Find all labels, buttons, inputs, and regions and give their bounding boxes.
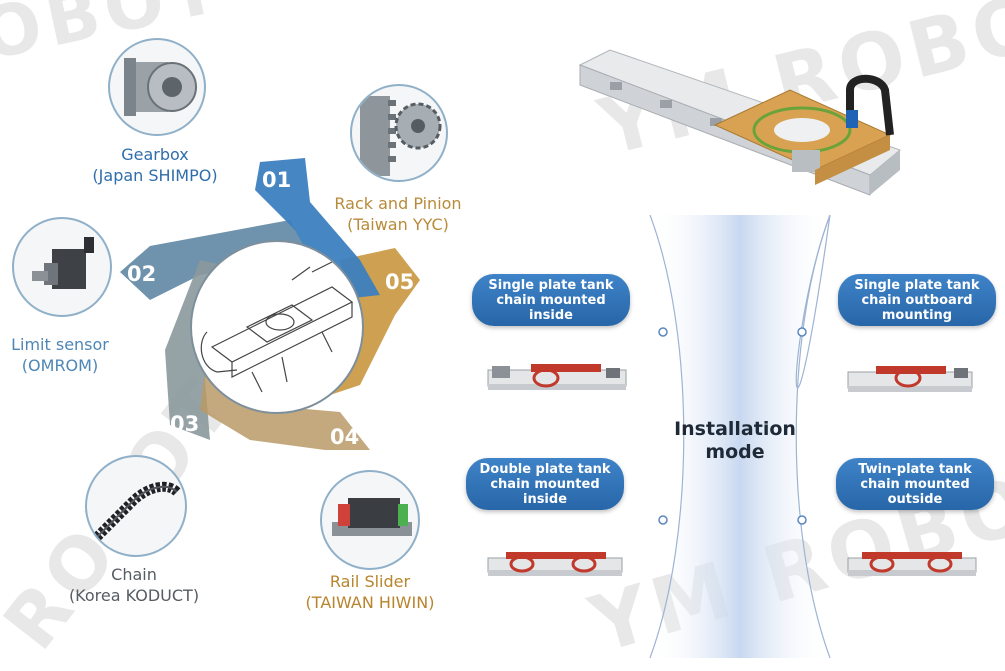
mode3-line1: Double plate tank bbox=[479, 461, 611, 477]
rail-slider-image bbox=[320, 470, 420, 570]
rack-pinion-name: Rack and Pinion bbox=[334, 194, 462, 213]
gearbox-image bbox=[108, 38, 206, 136]
limit-sensor-image bbox=[12, 217, 112, 317]
mode-bubble-double-inside: Double plate tank chain mounted inside bbox=[466, 458, 624, 510]
mode-thumb-twin-outside bbox=[847, 552, 977, 576]
mode-bubble-single-outboard: Single plate tank chain outboard mountin… bbox=[838, 274, 996, 326]
number-01: 01 bbox=[262, 168, 292, 192]
mode2-line3: mounting bbox=[881, 307, 953, 323]
arrow-01 bbox=[255, 158, 380, 300]
mode-thumb-double-inside bbox=[487, 552, 623, 576]
gearbox-label: Gearbox (Japan SHIMPO) bbox=[70, 144, 240, 186]
mode3-line2: chain mounted bbox=[490, 476, 600, 492]
gearbox-origin: (Japan SHIMPO) bbox=[92, 166, 218, 185]
rack-pinion-origin: (Taiwan YYC) bbox=[347, 215, 449, 234]
number-05: 05 bbox=[385, 270, 415, 294]
mode1-line3: inside bbox=[528, 307, 573, 323]
number-04: 04 bbox=[330, 425, 360, 449]
arrow-02 bbox=[120, 220, 310, 300]
mode1-line2: chain mounted bbox=[496, 292, 606, 308]
rail-slider-label: Rail Slider (TAIWAN HIWIN) bbox=[290, 571, 450, 613]
rack-pinion-image bbox=[350, 84, 448, 182]
mode4-line3: outside bbox=[887, 491, 943, 507]
technical-drawing bbox=[200, 261, 354, 393]
installation-mode-title: Installation mode bbox=[660, 418, 810, 464]
chain-name: Chain bbox=[111, 565, 157, 584]
rail-slider-origin: (TAIWAN HIWIN) bbox=[305, 593, 435, 612]
mode-bubble-single-inside: Single plate tank chain mounted inside bbox=[472, 274, 630, 326]
number-03: 03 bbox=[170, 412, 200, 436]
rail-slider-name: Rail Slider bbox=[329, 572, 411, 591]
limit-sensor-origin: (OMROM) bbox=[21, 356, 99, 375]
chain-origin: (Korea KODUCT) bbox=[68, 586, 200, 605]
mode2-line1: Single plate tank bbox=[854, 277, 980, 293]
gearbox-name: Gearbox bbox=[121, 145, 189, 164]
mode3-line3: inside bbox=[522, 491, 568, 507]
mode-bubble-twin-outside: Twin-plate tank chain mounted outside bbox=[836, 458, 994, 510]
chain-image bbox=[85, 455, 187, 557]
installation-title-line1: Installation bbox=[674, 418, 796, 440]
number-02: 02 bbox=[127, 262, 157, 286]
chain-label: Chain (Korea KODUCT) bbox=[50, 564, 218, 606]
mode4-line1: Twin-plate tank bbox=[858, 461, 972, 477]
center-drawing-circle bbox=[190, 240, 364, 414]
mode-thumb-single-inside bbox=[487, 364, 627, 390]
installation-title-line2: mode bbox=[705, 441, 765, 463]
mode-thumb-single-outboard bbox=[847, 366, 973, 392]
mode1-line1: Single plate tank bbox=[488, 277, 614, 293]
mode2-line2: chain outboard bbox=[861, 292, 973, 308]
linear-module-image bbox=[578, 49, 902, 196]
mode4-line2: chain mounted bbox=[860, 476, 970, 492]
rack-pinion-label: Rack and Pinion (Taiwan YYC) bbox=[318, 193, 478, 235]
limit-sensor-name: Limit sensor bbox=[11, 335, 109, 354]
limit-sensor-label: Limit sensor (OMROM) bbox=[0, 334, 120, 376]
center-glow-band bbox=[649, 215, 831, 658]
